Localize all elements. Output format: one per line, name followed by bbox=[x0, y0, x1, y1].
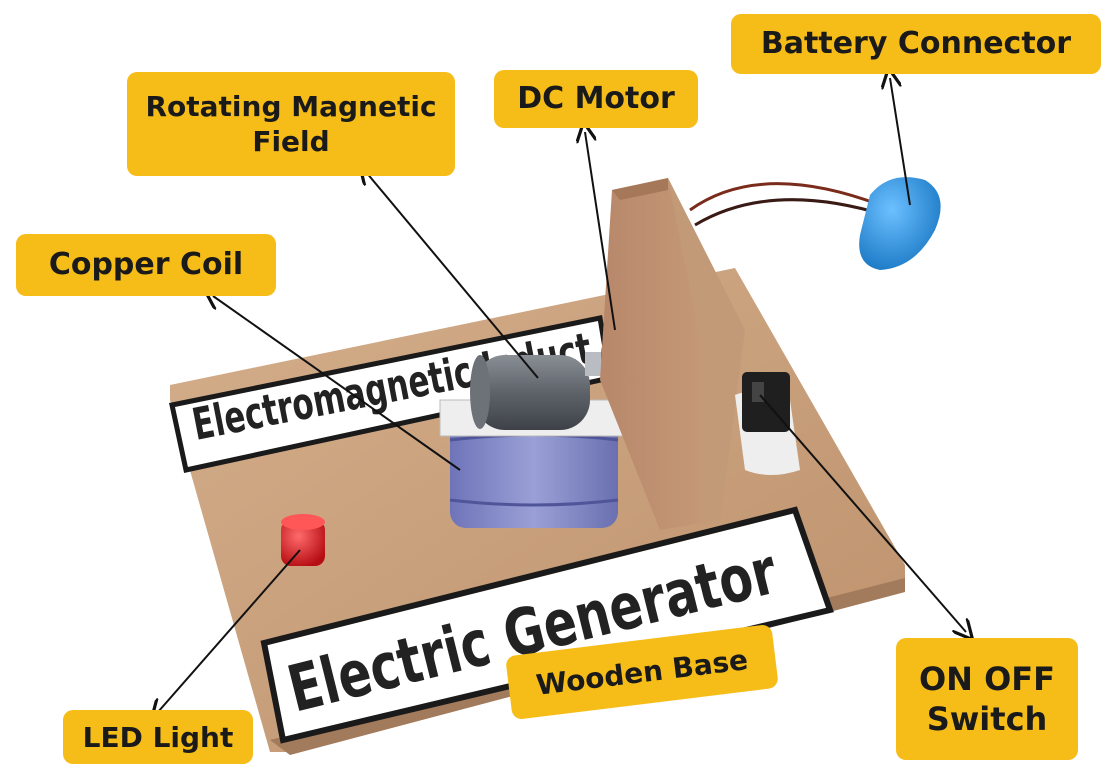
rotating-magnetic-field-line1: Rotating Magnetic bbox=[145, 90, 437, 123]
wooden-base-text: Wooden Base bbox=[534, 642, 750, 702]
leader-copper-coil bbox=[213, 296, 461, 471]
on-off-switch-line2: Switch bbox=[926, 700, 1048, 738]
dc-motor-text: DC Motor bbox=[517, 81, 675, 117]
on-off-switch-line1: ON OFF bbox=[918, 660, 1056, 698]
leader-dc-motor bbox=[585, 132, 616, 331]
on-off-switch-label: ON OFF Switch bbox=[896, 638, 1078, 760]
led bbox=[281, 514, 325, 566]
leader-lines bbox=[158, 78, 966, 712]
battery-connector-label: Battery Connector bbox=[731, 14, 1101, 74]
battery-wires bbox=[689, 182, 886, 227]
leader-led bbox=[158, 549, 301, 712]
battery-connector-text: Battery Connector bbox=[760, 26, 1072, 62]
rotating-magnetic-field-line2: Field bbox=[252, 125, 330, 158]
copper-coil-label: Copper Coil bbox=[16, 234, 276, 296]
copper-coil-text: Copper Coil bbox=[48, 247, 244, 283]
leader-battery bbox=[890, 78, 911, 206]
battery-connector bbox=[859, 177, 941, 270]
wooden-post bbox=[600, 178, 745, 530]
led-light-label: LED Light bbox=[63, 710, 253, 764]
dc-motor-label: DC Motor bbox=[494, 70, 698, 128]
leader-switch bbox=[759, 394, 966, 632]
rotating-magnetic-field-label: Rotating Magnetic Field bbox=[127, 72, 455, 176]
leader-rotating-field bbox=[366, 172, 539, 379]
led-light-text: LED Light bbox=[82, 720, 234, 754]
